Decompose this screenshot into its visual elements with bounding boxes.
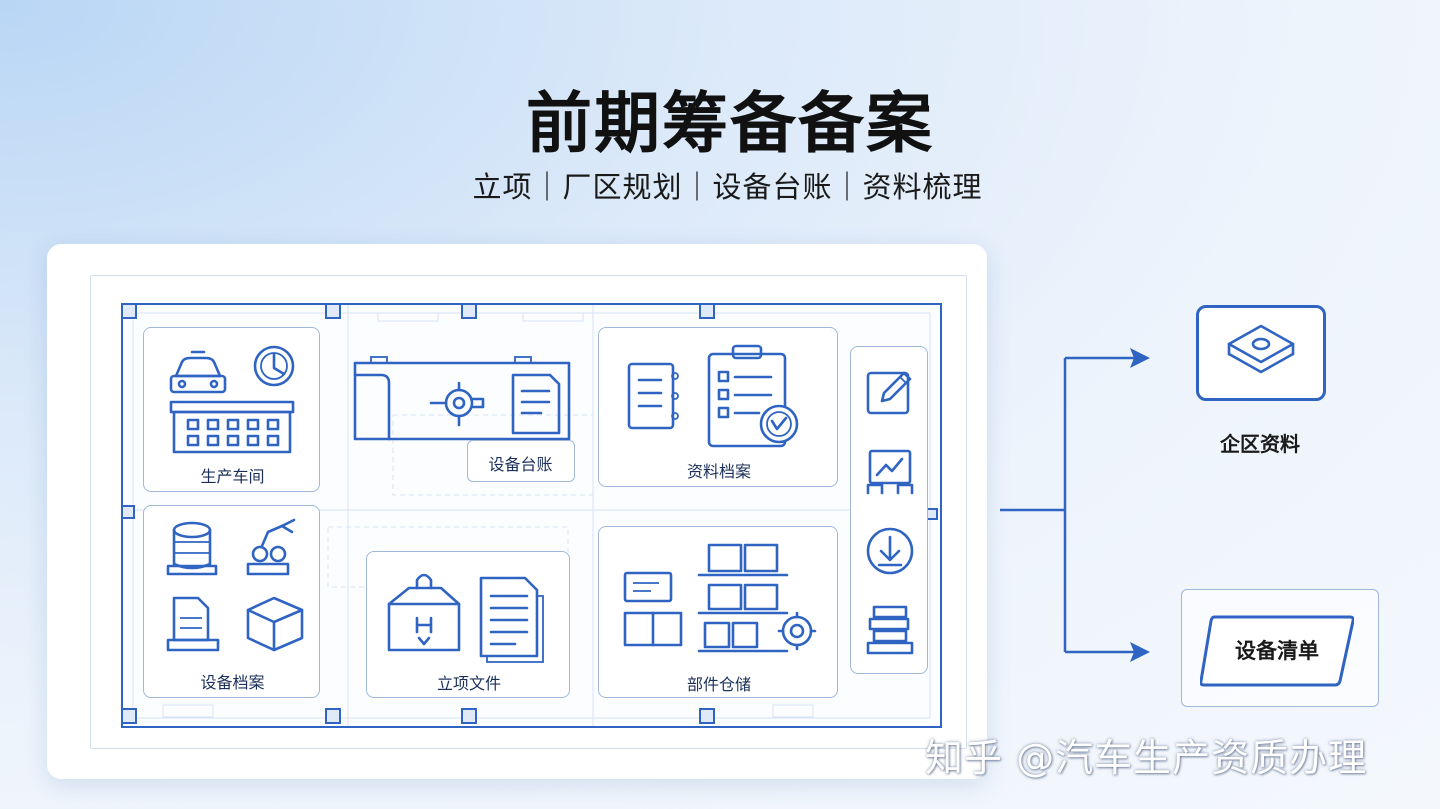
clock-icon — [253, 345, 295, 387]
equipment-list-node[interactable]: 设备清单 — [1200, 615, 1354, 687]
room-equipment-files[interactable]: 设备档案 — [143, 505, 320, 698]
tool-column — [850, 346, 928, 674]
edit-icon[interactable] — [864, 365, 916, 417]
download-icon[interactable] — [864, 525, 916, 577]
corner-handle — [699, 303, 715, 319]
corner-handle — [121, 708, 137, 724]
room-parts-storage[interactable]: 部件仓储 — [598, 526, 838, 698]
layers-icon — [1227, 324, 1295, 374]
enterprise-data-node[interactable] — [1196, 305, 1326, 401]
corner-handle — [121, 303, 137, 319]
robot-arm-icon — [246, 518, 296, 576]
page-subtitle: 立项｜厂区规划｜设备台账｜资料梳理 — [472, 170, 983, 204]
room-label: 设备档案 — [200, 673, 265, 692]
parallelogram-shape — [1200, 615, 1354, 687]
document-icon — [511, 373, 561, 435]
equipment-list-label: 设备清单 — [1235, 639, 1319, 663]
valve-icon — [429, 381, 485, 427]
cart-icon — [623, 571, 683, 647]
room-label-box: 设备台账 — [467, 440, 575, 482]
corner-handle — [325, 303, 341, 319]
room-archives[interactable]: 资料档案 — [598, 327, 838, 487]
page-title: 前期筹备备案 — [526, 85, 934, 162]
room-label: 设备台账 — [488, 455, 553, 474]
clipboard-checklist-icon — [707, 344, 787, 448]
corner-handle — [325, 708, 341, 724]
corner-handle — [121, 505, 135, 519]
corner-handle — [461, 708, 477, 724]
floor-plan-frame — [90, 275, 967, 749]
arrow-head — [1130, 348, 1150, 368]
printer-document-icon — [166, 596, 220, 652]
document-stack-icon — [479, 576, 544, 663]
box-icon — [246, 596, 304, 652]
arrow-head — [1130, 642, 1150, 662]
corner-handle — [699, 708, 715, 724]
locked-box-icon — [387, 573, 461, 652]
room-production-workshop[interactable]: 生产车间 — [143, 327, 320, 492]
shelf-boxes-icon — [697, 543, 789, 653]
gear-icon — [777, 611, 817, 651]
storage-tank-icon — [166, 521, 218, 576]
corner-handle — [461, 303, 477, 319]
factory-icon — [169, 400, 295, 454]
room-label: 生产车间 — [200, 467, 265, 486]
room-equipment-ledger[interactable]: 设备台账 — [345, 345, 575, 485]
enterprise-data-label: 企区资料 — [1220, 432, 1300, 456]
chart-icon[interactable] — [864, 445, 916, 497]
room-label: 立项文件 — [436, 674, 501, 693]
stack-icon[interactable] — [864, 603, 916, 655]
room-label: 部件仓储 — [686, 675, 751, 694]
car-icon — [169, 350, 227, 394]
verified-badge-icon — [759, 404, 799, 444]
watermark: 知乎 @汽车生产资质办理 — [925, 736, 1368, 780]
notebook-icon — [627, 362, 679, 430]
room-project-files[interactable]: 立项文件 — [366, 551, 570, 698]
machine-icon — [353, 356, 571, 441]
room-label: 资料档案 — [686, 462, 751, 481]
